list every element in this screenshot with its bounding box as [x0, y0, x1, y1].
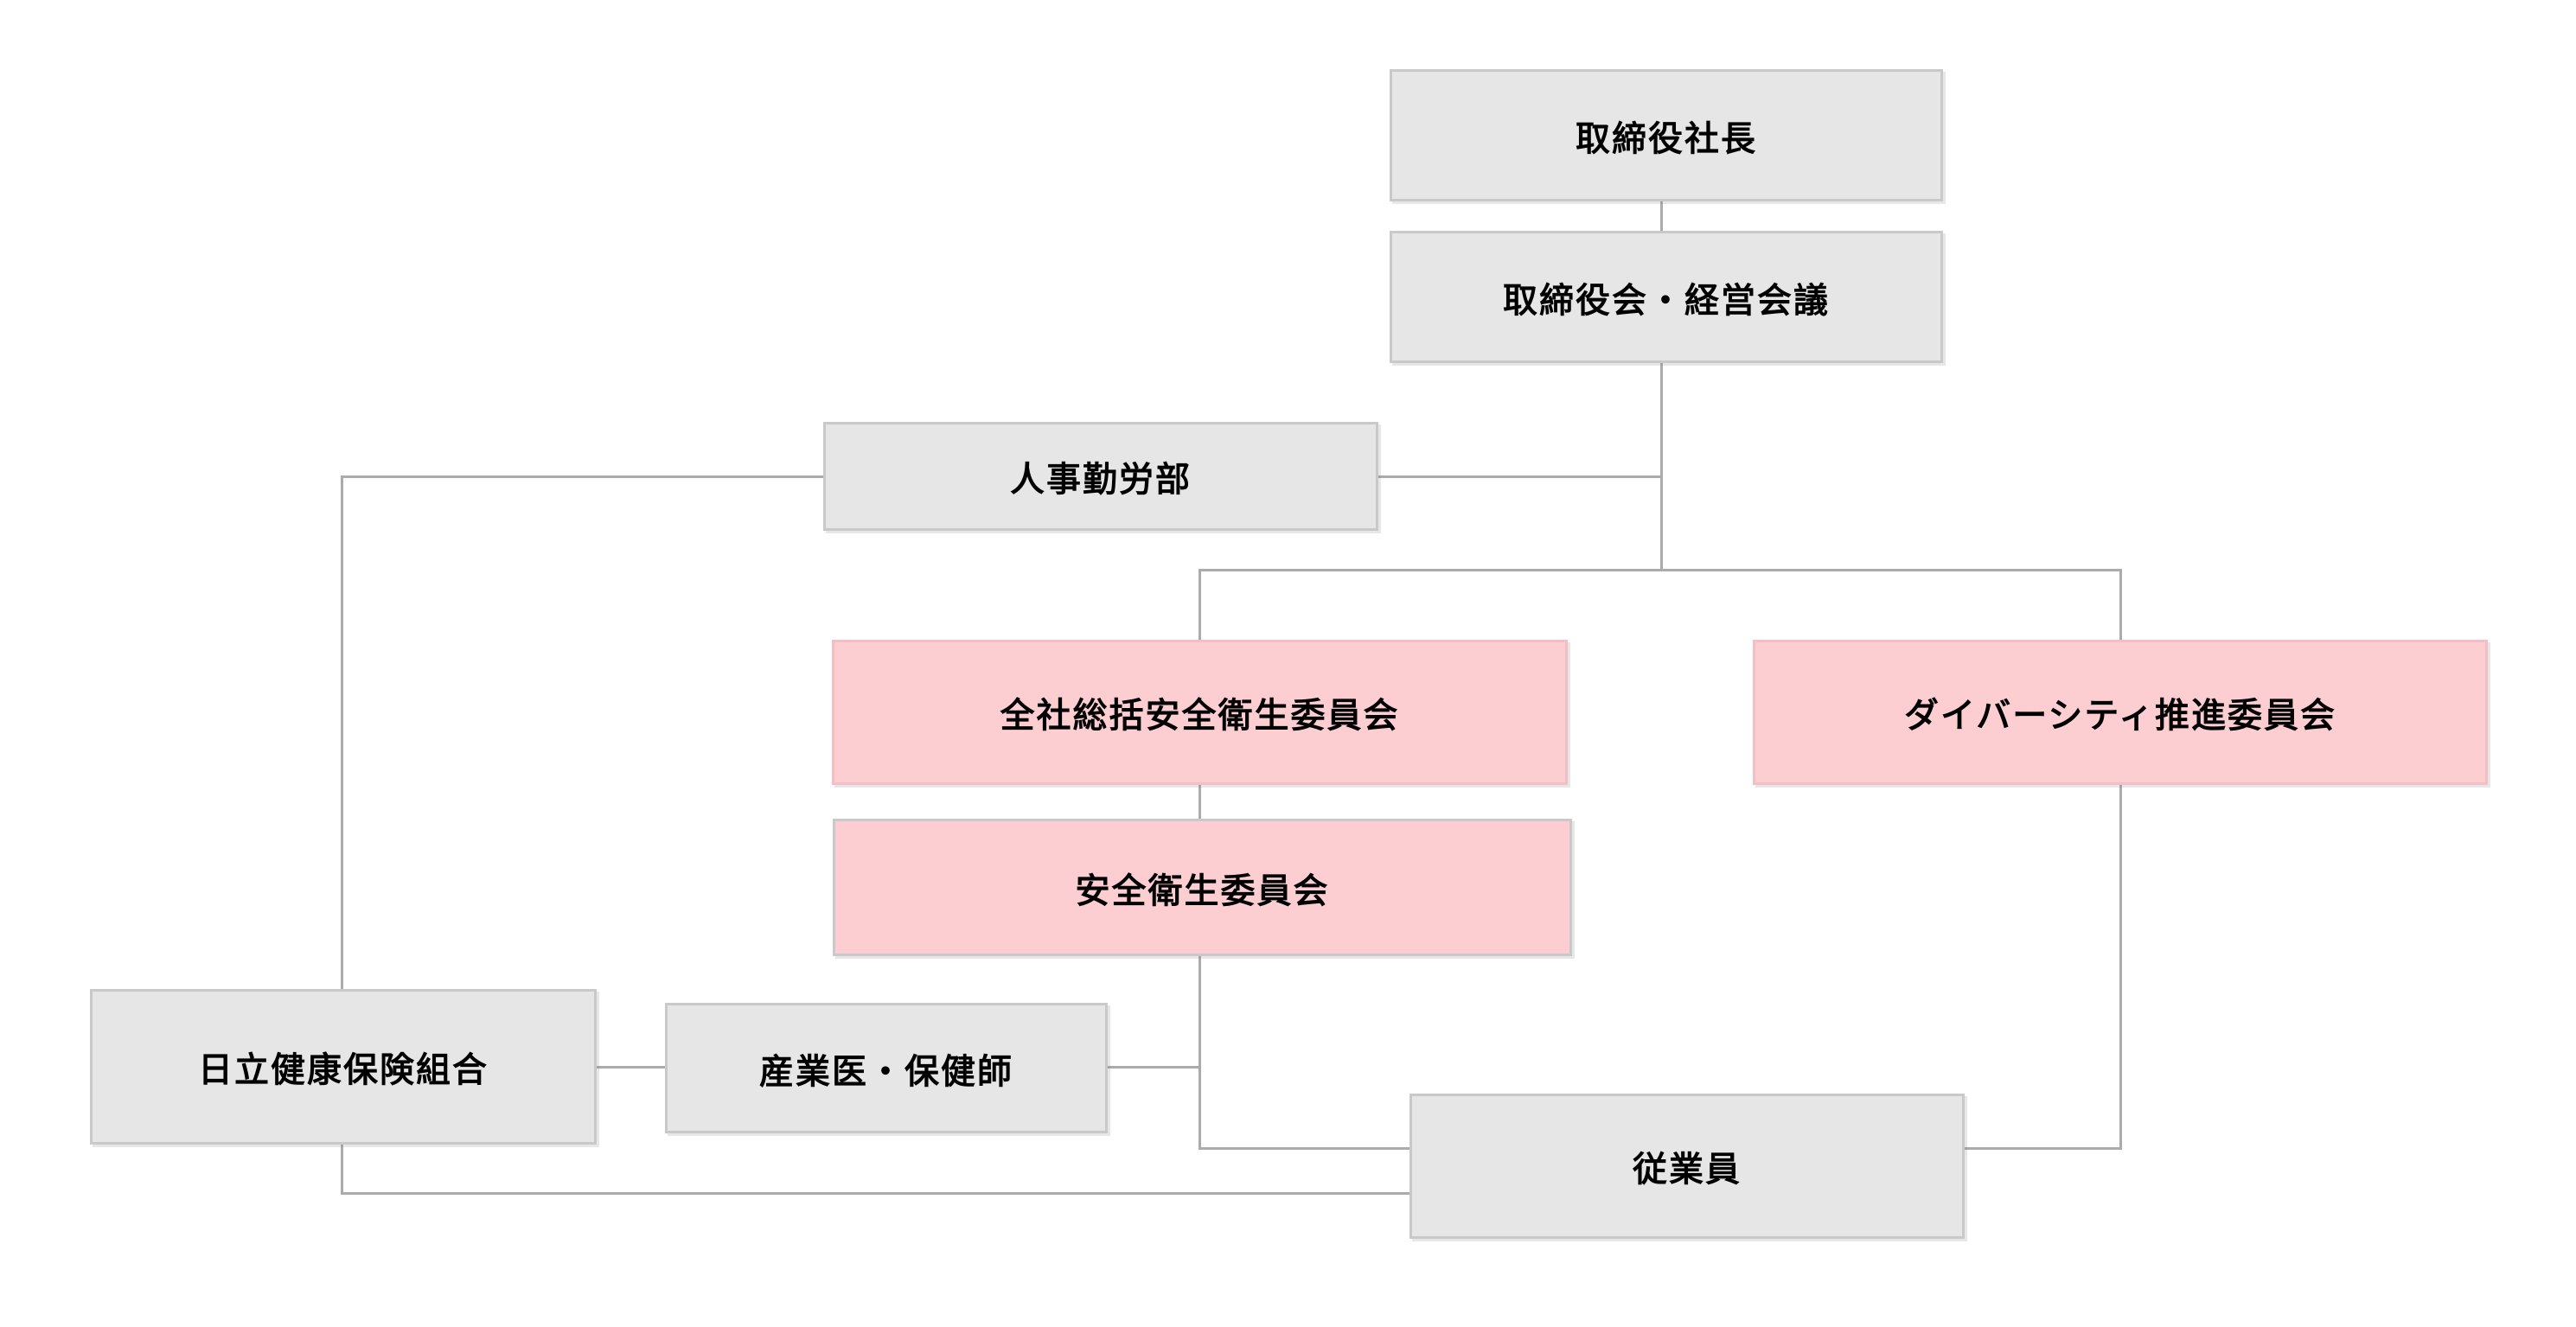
connector-diversity-to-employees: [1965, 1147, 2122, 1150]
connector-safety-drop: [1199, 956, 1201, 1150]
node-hr-labor-department: 人事勤労部: [823, 422, 1378, 531]
connector-hr-left: [341, 475, 823, 478]
node-industrial-physician-health-nurse: 産業医・保健師: [665, 1003, 1108, 1133]
node-companywide-safety-health-committee: 全社総括安全衛生委員会: [832, 640, 1568, 785]
connector-physician-to-safety-drop: [1108, 1066, 1201, 1069]
node-safety-label: 安全衛生委員会: [1075, 871, 1330, 910]
node-insurance-label: 日立健康保険組合: [198, 1051, 489, 1089]
connector-committee-bracket: [1199, 569, 2122, 571]
node-diversity-promotion-committee: ダイバーシティ推進委員会: [1753, 640, 2488, 785]
connector-left-drop: [341, 475, 343, 1195]
node-diversity-label: ダイバーシティ推進委員会: [1904, 697, 2336, 735]
connector-insurance-to-physician: [597, 1066, 667, 1069]
node-hr-label: 人事勤労部: [1010, 461, 1192, 499]
connector-left-to-employees: [341, 1192, 1409, 1195]
connector-board-drop: [1660, 363, 1663, 571]
connector-hr-to-trunk: [1378, 475, 1663, 478]
connector-bracket-to-company-safety: [1199, 569, 1201, 641]
node-employees-label: 従業員: [1633, 1151, 1742, 1189]
node-company-safety-label: 全社総括安全衛生委員会: [1000, 697, 1400, 735]
node-hitachi-health-insurance-association: 日立健康保険組合: [90, 989, 597, 1145]
node-president-label: 取締役社長: [1576, 119, 1757, 158]
node-president: 取締役社長: [1390, 69, 1943, 201]
node-board-management-meeting: 取締役会・経営会議: [1390, 231, 1943, 363]
node-board-label: 取締役会・経営会議: [1503, 281, 1830, 320]
connector-safety-to-employees: [1199, 1147, 1411, 1150]
node-safety-health-committee: 安全衛生委員会: [833, 819, 1572, 956]
connector-bracket-to-diversity: [2119, 569, 2122, 641]
node-physician-label: 産業医・保健師: [759, 1052, 1013, 1091]
node-employees: 従業員: [1409, 1094, 1965, 1239]
connector-company-safety-to-safety: [1199, 785, 1201, 820]
connector-diversity-drop: [2119, 785, 2122, 1150]
connector-president-to-board: [1660, 201, 1663, 231]
